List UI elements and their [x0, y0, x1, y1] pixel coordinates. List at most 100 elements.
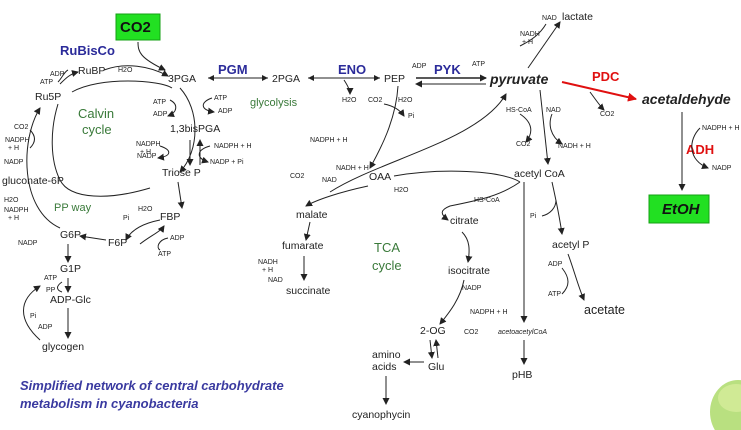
g1p-atp-curve [57, 281, 63, 293]
cofactor-adp-pga-right: ADP [218, 108, 233, 115]
cofactor-co2-icd: CO2 [464, 329, 479, 336]
cofactor-h-calvin: + H [140, 149, 151, 156]
cofactor-atp-pyk: ATP [472, 61, 485, 68]
cofactor-nad-me: NAD [322, 177, 337, 184]
enzyme-adh: ADH [686, 142, 714, 157]
metabolite-amino: amino [372, 349, 401, 361]
metabolite-2pga: 2PGA [272, 73, 300, 85]
cofactor-adp-glycogen: ADP [38, 324, 53, 331]
cofactor-atp-ru5p: ATP [40, 79, 53, 86]
metabolite-oaa: OAA [369, 171, 391, 183]
pp-co2-curve [29, 129, 35, 149]
lactate-nadh-curve [519, 23, 547, 47]
metabolite-13bispga: 1,3bisPGA [170, 123, 220, 135]
malate-fumarate-arrow [303, 221, 311, 241]
metabolite-lactate: lactate [562, 11, 593, 23]
oaa-to-malate-arrow [305, 185, 369, 207]
nadph-curve-right [198, 145, 211, 164]
cofactor-h-sdh: + H [262, 267, 273, 274]
acetylcoa-to-citrate-arrow [441, 181, 521, 221]
pyruvate-to-lactate-arrow [527, 21, 561, 69]
enzyme-eno: ENO [338, 62, 366, 77]
caption-line-2: metabolism in cyanobacteria [20, 396, 198, 411]
acetylcoa-to-acetylp-arrow [551, 181, 565, 235]
metabolite-gluconate6p: gluconate-6P [2, 175, 64, 187]
cofactor-adp-fbp: ADP [170, 235, 185, 242]
co2-fixation-arrow [137, 41, 166, 71]
label-cycle: cycle [82, 122, 112, 137]
f6p-to-fbp-arrow [139, 225, 165, 245]
cofactor-nadh-pdh: NADH + H [558, 143, 591, 150]
pp-way-arc [26, 107, 61, 229]
metabolite-acetoacetylcoa: acetoacetylCoA [498, 329, 547, 336]
metabolite-citrate: citrate [450, 215, 479, 227]
cofactor-h2o-eno: H2O [342, 97, 357, 104]
cofactor-nadph-pp2: NADPH [4, 207, 29, 214]
metabolite-malate: malate [296, 209, 328, 221]
2og-to-glu-arrow [427, 339, 435, 359]
cofactor-pi-fbp: Pi [123, 215, 130, 222]
cofactor-co2-pdc: CO2 [600, 111, 615, 118]
co2-highlight-label: CO2 [120, 19, 151, 36]
metabolite-fumarate: fumarate [282, 240, 324, 252]
co2-highlight-box [115, 13, 161, 41]
pga-kinase-curve [167, 99, 177, 118]
cofactor-nadp-icd: NADP [462, 285, 482, 292]
cofactor-nadp-pp: NADP [4, 159, 24, 166]
cofactor-atp-glc: ATP [44, 275, 57, 282]
pdh-left-curve [519, 113, 533, 143]
cofactor-h-pp2: + H [8, 215, 19, 222]
calvin-right-arc [179, 87, 196, 173]
metabolite-f6p: F6P [108, 237, 127, 249]
ack-atp-curve [561, 267, 569, 295]
fbp-atp-curve [157, 237, 169, 251]
adh-nadph-curve [691, 127, 709, 170]
cofactor-pi-pta: Pi [530, 213, 537, 220]
cofactor-nadph-calvin: NADPH [136, 141, 161, 148]
cofactor-h2o-ppc: H2O [398, 97, 413, 104]
metabolite-triosep: Triose P [162, 167, 201, 179]
cofactor-nadph-me: NADPH + H [310, 137, 348, 144]
fbp-to-f6p-arrow [125, 219, 161, 241]
enzyme-rubisco: RuBisCo [60, 43, 115, 58]
metabolite-g6p: G6P [60, 229, 81, 241]
label-tca-cycle: cycle [372, 258, 402, 273]
cofactor-adp-ru5p: ADP [50, 71, 65, 78]
cofactor-h2o-tca: H2O [394, 187, 409, 194]
cofactor-atp-pga-right: ATP [214, 95, 227, 102]
cofactor-nad-pdh: NAD [546, 107, 561, 114]
cofactor-h-lactate: + H [522, 39, 533, 46]
caption-line-1: Simplified network of central carbohydra… [20, 378, 284, 393]
metabolite-cyanophycin: cyanophycin [352, 409, 411, 421]
cofactor-h2o-rubisco: H2O [118, 67, 133, 74]
metabolite-pyruvate: pyruvate [489, 71, 549, 87]
cofactor-h2o-pp: H2O [4, 197, 19, 204]
cofactor-co2-pp: CO2 [14, 124, 29, 131]
cofactor-nad-sdh: NAD [268, 277, 283, 284]
metabolite-g1p: G1P [60, 263, 81, 275]
rubp-to-3pga-arrow [103, 65, 169, 77]
metabolite-acetaldehyde: acetaldehyde [642, 91, 731, 107]
metabolite-acetylp: acetyl P [552, 239, 589, 251]
metabolite-3pga: 3PGA [168, 73, 196, 85]
metabolite-pep: PEP [384, 73, 405, 85]
cofactor-nad-lactate: NAD [542, 15, 557, 22]
cofactor-nadp-pi-right: NADP + Pi [210, 159, 244, 166]
cofactor-co2-pdh: CO2 [516, 141, 531, 148]
pyruvate-to-acetylcoa-arrow [539, 89, 551, 165]
metabolite-fbp: FBP [160, 211, 180, 223]
enzyme-pyk: PYK [434, 62, 461, 77]
cofactor-nadh-lactate: NADH [520, 31, 540, 38]
cofactor-hscoa-cs: HS-CoA [474, 197, 500, 204]
cofactor-h-pp: + H [8, 145, 19, 152]
f6p-to-g6p-arrow [79, 233, 107, 241]
pga-kinase-right-curve [202, 97, 215, 115]
triosep-to-fbp-arrow [177, 181, 185, 209]
enzyme-pgm: PGM [218, 62, 248, 77]
label-calvin: Calvin [78, 106, 114, 121]
pyruvate-to-acetaldehyde-arrow [561, 81, 637, 102]
cofactor-nadp-pp2: NADP [18, 240, 38, 247]
ru5p-to-rubp-arrow [59, 70, 79, 85]
calvin-left-arc [51, 103, 151, 197]
